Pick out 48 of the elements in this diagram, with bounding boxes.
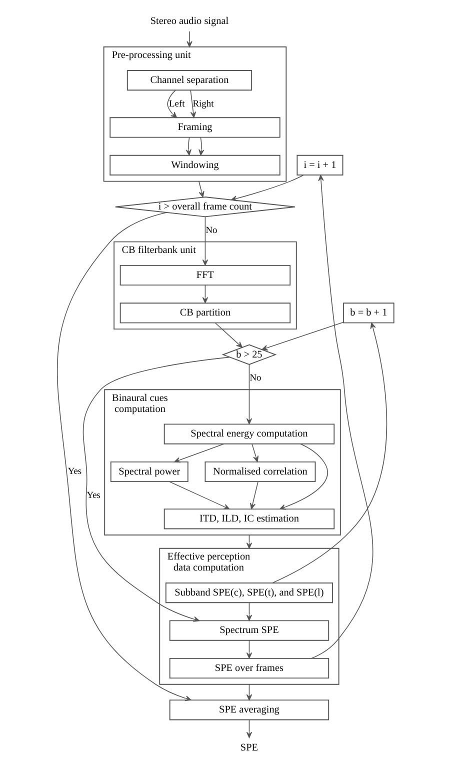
arrow	[246, 640, 252, 659]
node-box: Spectral power	[110, 461, 188, 482]
arrow	[202, 284, 208, 304]
arrow	[214, 322, 243, 348]
arrow	[252, 444, 259, 462]
edge-label: Yes	[68, 467, 82, 478]
arrow	[167, 90, 178, 118]
arrow	[174, 444, 224, 463]
arrow	[311, 174, 374, 659]
node-box: Windowing	[110, 154, 280, 176]
arrow	[280, 444, 328, 510]
edge-label: Left	[169, 99, 185, 110]
node-text: Stereo audio signal	[150, 16, 229, 28]
node-box: FFT	[120, 264, 291, 286]
arrow	[246, 364, 252, 424]
arrow	[82, 356, 230, 622]
node-box: Subband SPE(c), SPE(t), and SPE(l)	[165, 582, 334, 604]
arrow	[56, 212, 192, 702]
node-box: i = i + 1	[296, 154, 344, 176]
arrow	[202, 216, 208, 266]
arrow	[246, 719, 252, 738]
arrow	[168, 481, 230, 510]
edge-label: Right	[192, 99, 214, 110]
arrow	[186, 30, 192, 48]
edge-label: No	[250, 374, 262, 384]
node-box: Spectral energy computation	[164, 424, 335, 444]
node-box: ITD, ILD, IC estimation	[164, 508, 335, 530]
arrow	[250, 481, 258, 510]
edge-label: Yes	[86, 490, 100, 501]
node-box: Framing	[110, 117, 280, 138]
node-box: Channel separation	[126, 70, 252, 91]
node-text: SPE	[240, 742, 258, 754]
node-box: CB partition	[120, 302, 291, 324]
node-box: Spectrum SPE	[169, 620, 330, 641]
node-box: SPE over frames	[169, 658, 330, 679]
arrow	[190, 90, 196, 118]
arrow	[198, 137, 204, 156]
arrow	[246, 684, 252, 700]
node-box: Normalised correlation	[204, 461, 316, 482]
arrow	[272, 322, 388, 584]
arrow	[246, 602, 252, 621]
node-box: b = b + 1	[343, 302, 394, 324]
edge-label: No	[206, 226, 218, 236]
arrow	[186, 137, 192, 156]
arrow	[230, 174, 304, 202]
node-box: SPE averaging	[169, 700, 330, 720]
arrow	[198, 180, 204, 198]
arrow	[262, 322, 344, 351]
